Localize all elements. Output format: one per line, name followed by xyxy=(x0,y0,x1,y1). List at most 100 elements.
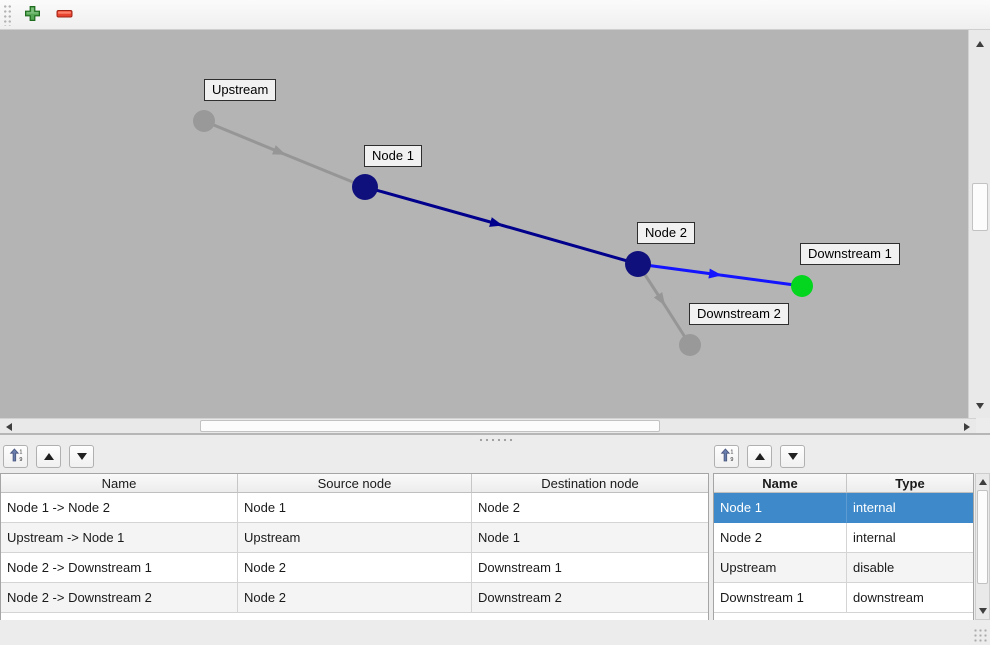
add-button[interactable] xyxy=(19,2,45,28)
status-strip xyxy=(0,620,990,645)
table-row[interactable]: Node 1 -> Node 2 Node 1 Node 2 xyxy=(1,493,708,523)
down-arrow-icon xyxy=(787,453,798,460)
table-row[interactable]: Node 2 -> Downstream 1 Node 2 Downstream… xyxy=(1,553,708,583)
splitter-grip-icon xyxy=(478,438,514,442)
edge-table: Name Source node Destination node Node 1… xyxy=(0,473,709,621)
minus-icon xyxy=(56,5,73,25)
table-row[interactable]: Node 2 internal xyxy=(714,523,973,553)
edge-node1-node2[interactable] xyxy=(364,185,503,227)
scroll-down-button[interactable] xyxy=(976,604,989,618)
cell-name: Node 1 xyxy=(714,493,847,523)
table-row[interactable]: Downstream 1 downstream xyxy=(714,583,973,613)
main-toolbar xyxy=(0,0,990,30)
cell-destination: Node 2 xyxy=(472,493,708,523)
scroll-right-button[interactable] xyxy=(960,420,974,433)
vertical-scroll-thumb[interactable] xyxy=(972,183,988,231)
cell-name: Node 2 -> Downstream 1 xyxy=(1,553,238,583)
scroll-up-button[interactable] xyxy=(976,475,989,489)
cell-source: Node 2 xyxy=(238,553,472,583)
cell-destination: Downstream 1 xyxy=(472,553,708,583)
vertical-scroll-thumb[interactable] xyxy=(977,490,988,584)
canvas-area: Upstream Node 1 Node 2 Downstream 1 Down… xyxy=(0,30,990,433)
cell-name: Node 2 -> Downstream 2 xyxy=(1,583,238,613)
bottom-panels: 1 9 1 9 xyxy=(0,443,990,621)
move-up-button[interactable] xyxy=(747,445,772,468)
node-table-toolbar: 1 9 xyxy=(714,445,805,469)
left-arrow-icon xyxy=(6,422,12,431)
cell-source: Node 2 xyxy=(238,583,472,613)
column-header-type[interactable]: Type xyxy=(847,474,973,493)
sort-ascending-1-9-icon: 1 9 xyxy=(9,448,23,465)
down-arrow-icon xyxy=(978,608,987,614)
cell-type: internal xyxy=(847,523,973,553)
scroll-down-button[interactable] xyxy=(971,398,989,414)
table-empty-area xyxy=(1,613,708,621)
up-arrow-icon xyxy=(754,453,765,460)
scroll-up-button[interactable] xyxy=(971,36,989,52)
table-row[interactable]: Upstream disable xyxy=(714,553,973,583)
svg-text:9: 9 xyxy=(730,457,733,462)
sort-ascending-1-9-icon: 1 9 xyxy=(720,448,734,465)
node-label-upstream[interactable]: Upstream xyxy=(204,79,277,101)
up-arrow-icon xyxy=(976,41,984,47)
svg-text:9: 9 xyxy=(19,457,22,462)
edge-upstream-node1[interactable] xyxy=(283,152,366,189)
move-down-button[interactable] xyxy=(69,445,94,468)
node-downstream1[interactable] xyxy=(791,275,813,297)
down-arrow-icon xyxy=(976,403,984,409)
node-downstream2[interactable] xyxy=(679,334,701,356)
cell-source: Node 1 xyxy=(238,493,472,523)
remove-button[interactable] xyxy=(51,2,77,28)
edge-node2-downstream1[interactable] xyxy=(637,262,722,279)
node-node1[interactable] xyxy=(352,174,378,200)
down-arrow-icon xyxy=(76,453,87,460)
cell-name: Node 2 xyxy=(714,523,847,553)
node-upstream[interactable] xyxy=(193,110,215,132)
window-resize-grip[interactable] xyxy=(973,628,987,642)
node-table-scrollbar[interactable] xyxy=(975,473,990,620)
cell-destination: Downstream 2 xyxy=(472,583,708,613)
table-empty-area xyxy=(714,613,973,621)
scroll-left-button[interactable] xyxy=(2,420,16,433)
horizontal-scroll-thumb[interactable] xyxy=(200,420,660,432)
cell-name: Upstream -> Node 1 xyxy=(1,523,238,553)
cell-name: Node 1 -> Node 2 xyxy=(1,493,238,523)
node-table-header: Name Type xyxy=(714,474,973,493)
column-header-destination[interactable]: Destination node xyxy=(472,474,708,493)
sort-button[interactable]: 1 9 xyxy=(3,445,28,468)
canvas-vertical-scrollbar[interactable] xyxy=(968,30,990,418)
graph-canvas[interactable]: Upstream Node 1 Node 2 Downstream 1 Down… xyxy=(0,30,968,418)
node-table: Name Type Node 1 internal Node 2 interna… xyxy=(713,473,974,621)
move-down-button[interactable] xyxy=(780,445,805,468)
cell-source: Upstream xyxy=(238,523,472,553)
toolbar-drag-handle[interactable] xyxy=(3,3,12,26)
column-header-name[interactable]: Name xyxy=(1,474,238,493)
node-label-downstream1[interactable]: Downstream 1 xyxy=(800,243,900,265)
node-label-downstream2[interactable]: Downstream 2 xyxy=(689,303,789,325)
horizontal-splitter[interactable] xyxy=(0,433,990,443)
edge-table-header: Name Source node Destination node xyxy=(1,474,708,493)
scrollbar-corner xyxy=(976,418,990,433)
canvas-horizontal-scrollbar[interactable] xyxy=(0,418,976,433)
cell-destination: Node 1 xyxy=(472,523,708,553)
svg-text:1: 1 xyxy=(730,449,733,455)
svg-text:1: 1 xyxy=(19,449,22,455)
up-arrow-icon xyxy=(43,453,54,460)
table-row[interactable]: Node 2 -> Downstream 2 Node 2 Downstream… xyxy=(1,583,708,613)
table-row[interactable]: Upstream -> Node 1 Upstream Node 1 xyxy=(1,523,708,553)
sort-button[interactable]: 1 9 xyxy=(714,445,739,468)
column-header-source[interactable]: Source node xyxy=(238,474,472,493)
move-up-button[interactable] xyxy=(36,445,61,468)
table-row-selected[interactable]: Node 1 internal xyxy=(714,493,973,523)
edge-node1-node2[interactable] xyxy=(500,223,639,266)
right-arrow-icon xyxy=(964,422,970,431)
cell-name: Upstream xyxy=(714,553,847,583)
node-node2[interactable] xyxy=(625,251,651,277)
column-header-name[interactable]: Name xyxy=(714,474,847,493)
edge-node2-downstream1[interactable] xyxy=(719,273,803,288)
node-label-node1[interactable]: Node 1 xyxy=(364,145,422,167)
edge-upstream-node1[interactable] xyxy=(203,119,286,156)
edge-table-toolbar: 1 9 xyxy=(3,445,94,469)
node-label-node2[interactable]: Node 2 xyxy=(637,222,695,244)
